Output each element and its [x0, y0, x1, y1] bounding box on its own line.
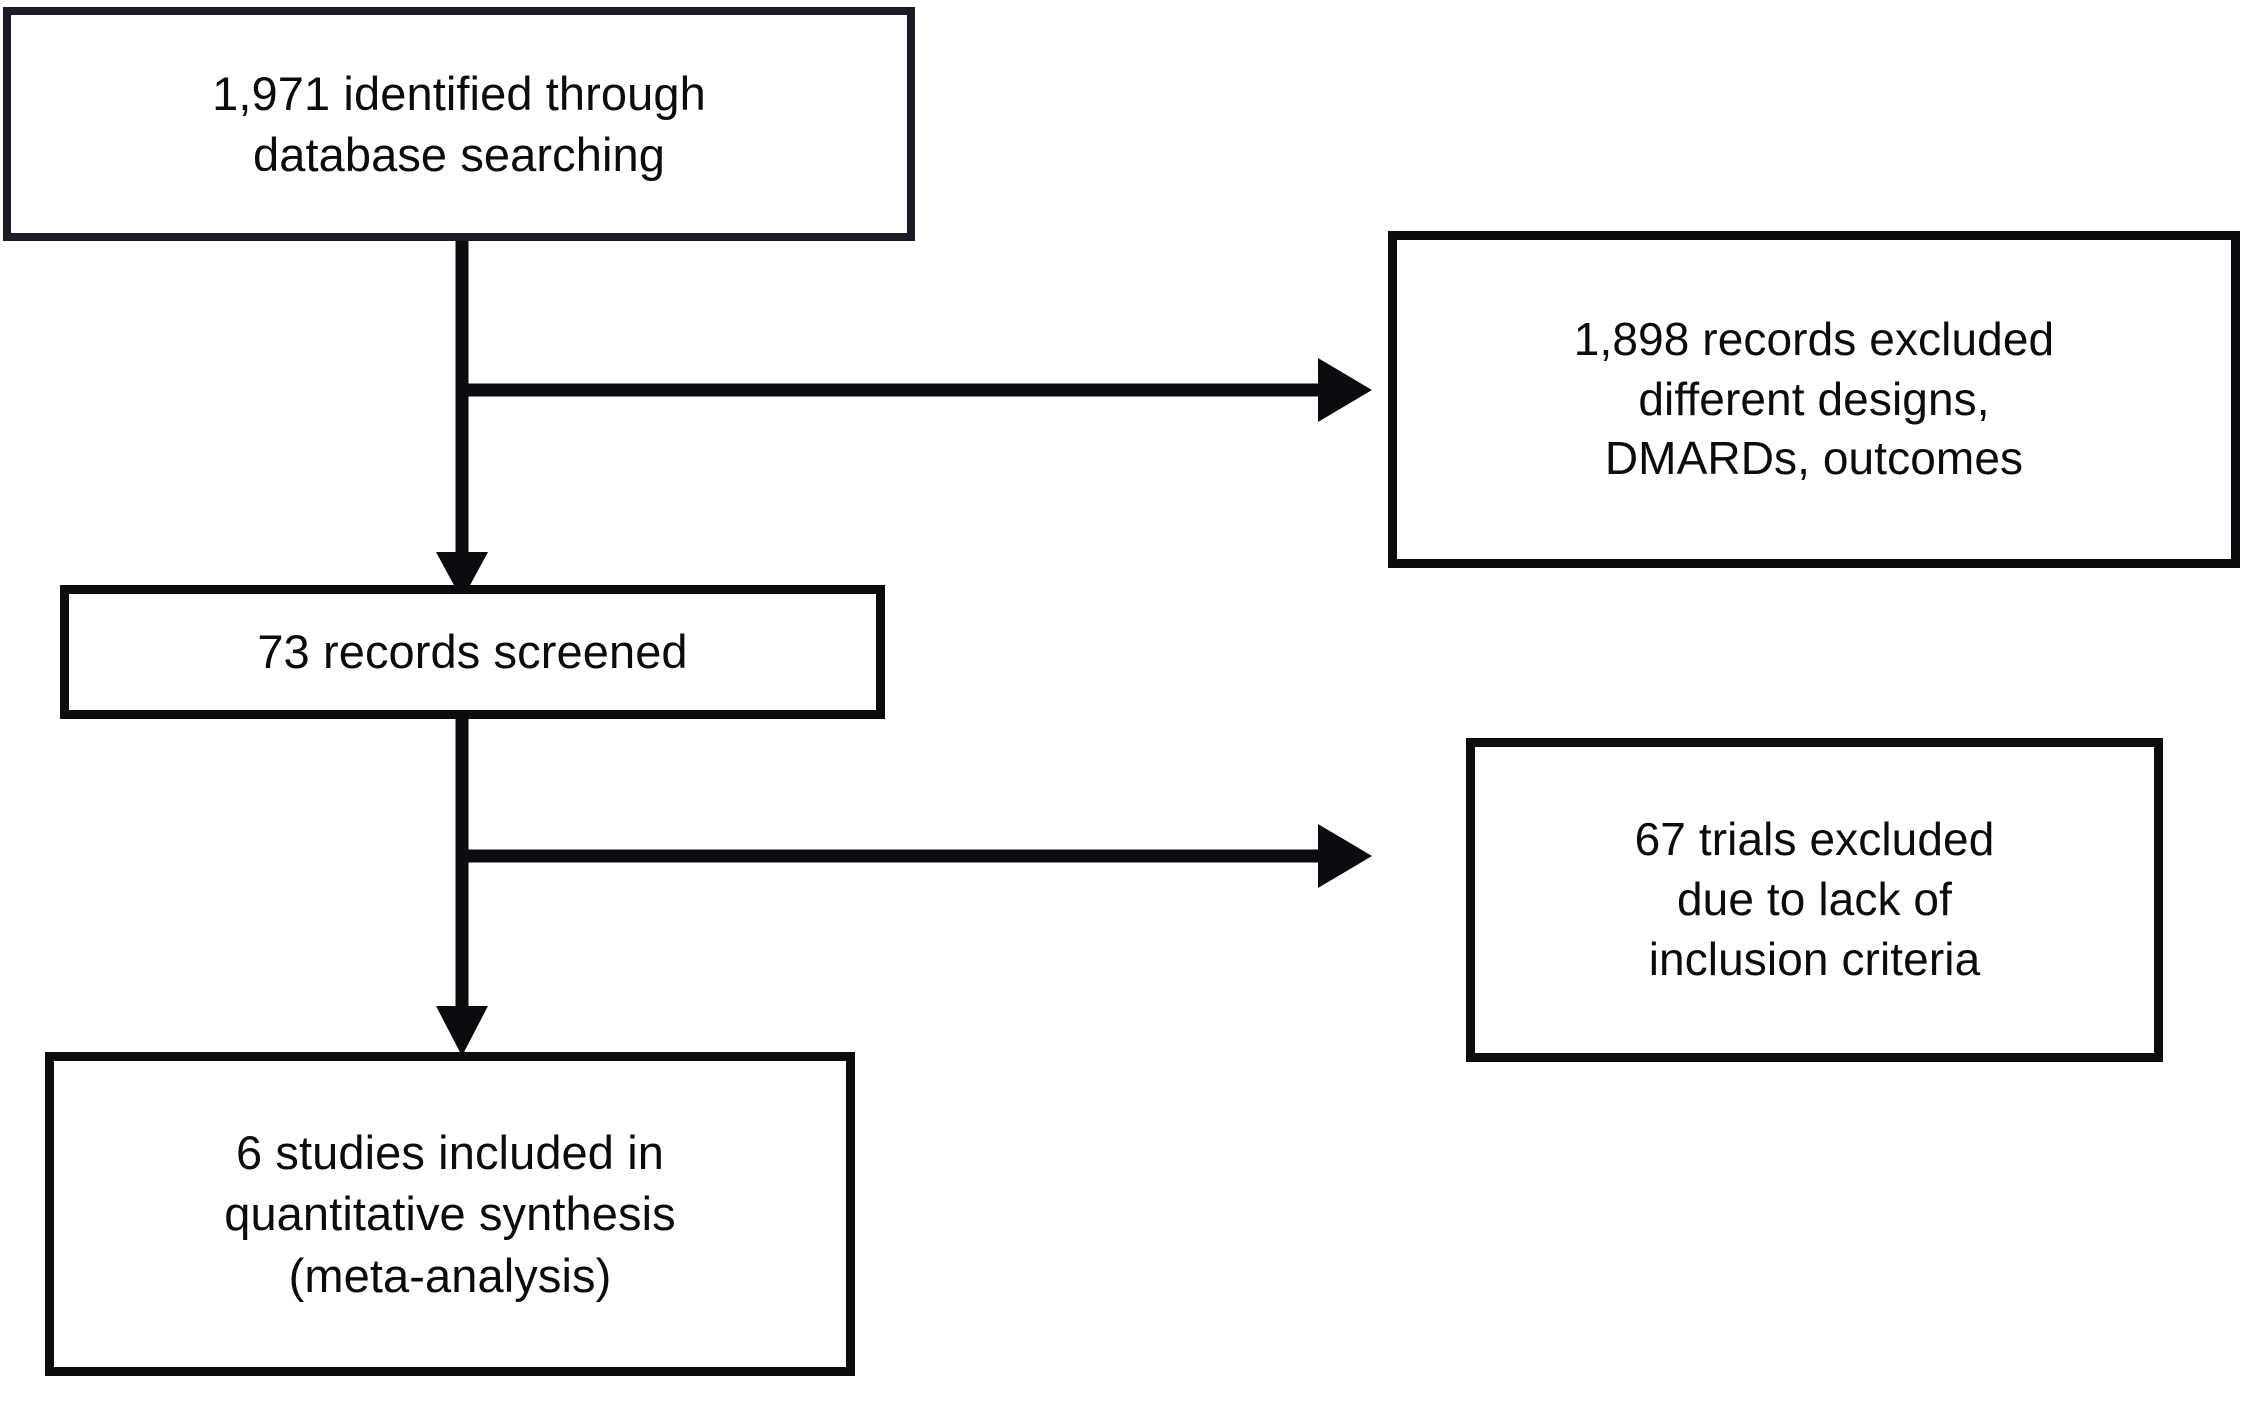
arrow-screened-to-excluded-trials: [462, 824, 1372, 888]
excluded-trials-box: 67 trials excluded due to lack of inclus…: [1466, 738, 2163, 1062]
included-studies-box-label: 6 studies included in quantitative synth…: [224, 1126, 676, 1302]
arrow-screened-to-included: [436, 719, 488, 1056]
screened-box-label: 73 records screened: [257, 625, 688, 679]
identified-box-label: 1,971 identified through database search…: [212, 66, 706, 181]
excluded-records-box: 1,898 records excluded different designs…: [1388, 231, 2240, 568]
arrow-identified-to-excluded-records: [462, 358, 1372, 422]
arrow-identified-to-screened: [436, 241, 488, 600]
excluded-trials-box-label: 67 trials excluded due to lack of inclus…: [1634, 813, 1995, 985]
identified-box: 1,971 identified through database search…: [3, 7, 915, 241]
included-studies-box: 6 studies included in quantitative synth…: [45, 1052, 855, 1376]
screened-box: 73 records screened: [60, 585, 885, 719]
excluded-records-box-label: 1,898 records excluded different designs…: [1573, 312, 2055, 485]
